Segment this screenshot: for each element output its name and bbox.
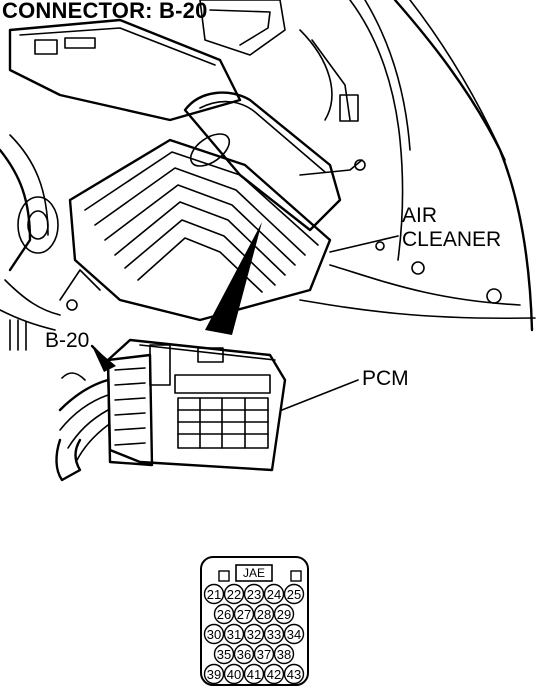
connector-pin-number: 32 <box>247 627 261 642</box>
connector-pin-number: 25 <box>287 587 301 602</box>
connector-pin: 32 <box>243 623 265 645</box>
connector-pin: 36 <box>233 643 255 665</box>
connector-pin-number: 41 <box>247 667 261 682</box>
connector-pin: 37 <box>253 643 275 665</box>
connector-pin-number: 26 <box>217 607 231 622</box>
connector-pin: 40 <box>223 663 245 685</box>
connector-pin-number: 22 <box>227 587 241 602</box>
connector-pin-number: 36 <box>237 647 251 662</box>
connector-pin: 35 <box>213 643 235 665</box>
connector-pin: 28 <box>253 603 275 625</box>
connector-pin-number: 42 <box>267 667 281 682</box>
connector-pin-number: 33 <box>267 627 281 642</box>
connector-pin: 23 <box>243 583 265 605</box>
connector-pin: 26 <box>213 603 235 625</box>
connector-pin-number: 40 <box>227 667 241 682</box>
connector-pin-number: 38 <box>277 647 291 662</box>
connector-pin-number: 30 <box>207 627 221 642</box>
connector-pin: 33 <box>263 623 285 645</box>
connector-pin: 22 <box>223 583 245 605</box>
air-cleaner-label-line2: CLEANER <box>402 228 502 251</box>
connector-pin: 39 <box>203 663 225 685</box>
connector-pin: 42 <box>263 663 285 685</box>
connector-pin-number: 39 <box>207 667 221 682</box>
connector-pin-number: 31 <box>227 627 241 642</box>
connector-pin: 29 <box>273 603 295 625</box>
connector-pin: 38 <box>273 643 295 665</box>
connector-pin-number: 27 <box>237 607 251 622</box>
connector-pin-number: 34 <box>287 627 301 642</box>
pcm-label: PCM <box>362 367 409 390</box>
connector-pin: 21 <box>203 583 225 605</box>
connector-key-label: JAE <box>242 566 265 580</box>
connector-pin: 27 <box>233 603 255 625</box>
connector-pin: 34 <box>283 623 305 645</box>
connector-pin: 31 <box>223 623 245 645</box>
connector-pin-number: 28 <box>257 607 271 622</box>
connector-id-label: B-20 <box>45 329 90 352</box>
connector-pin-number: 24 <box>267 587 281 602</box>
connector-pin: 41 <box>243 663 265 685</box>
connector-pin-number: 23 <box>247 587 261 602</box>
connector-pin-number: 21 <box>207 587 221 602</box>
connector-pin: 43 <box>283 663 305 685</box>
page-title: CONNECTOR: B-20 <box>2 0 208 23</box>
connector-pin: 30 <box>203 623 225 645</box>
connector-pin-number: 35 <box>217 647 231 662</box>
connector-pin-number: 29 <box>277 607 291 622</box>
connector-pin: 24 <box>263 583 285 605</box>
connector-pin-number: 37 <box>257 647 271 662</box>
connector-pin-number: 43 <box>287 667 301 682</box>
connector-pin: 25 <box>283 583 305 605</box>
air-cleaner-label-line1: AIR <box>402 204 438 227</box>
